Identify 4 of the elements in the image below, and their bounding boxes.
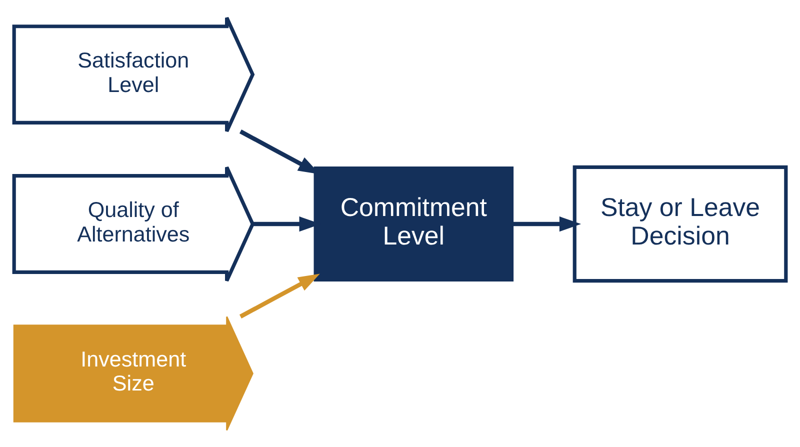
node-box: Commitment Level [314, 166, 514, 281]
node-box: Stay or Leave Decision [572, 164, 788, 282]
arrow [239, 273, 320, 318]
arrow [512, 216, 582, 232]
